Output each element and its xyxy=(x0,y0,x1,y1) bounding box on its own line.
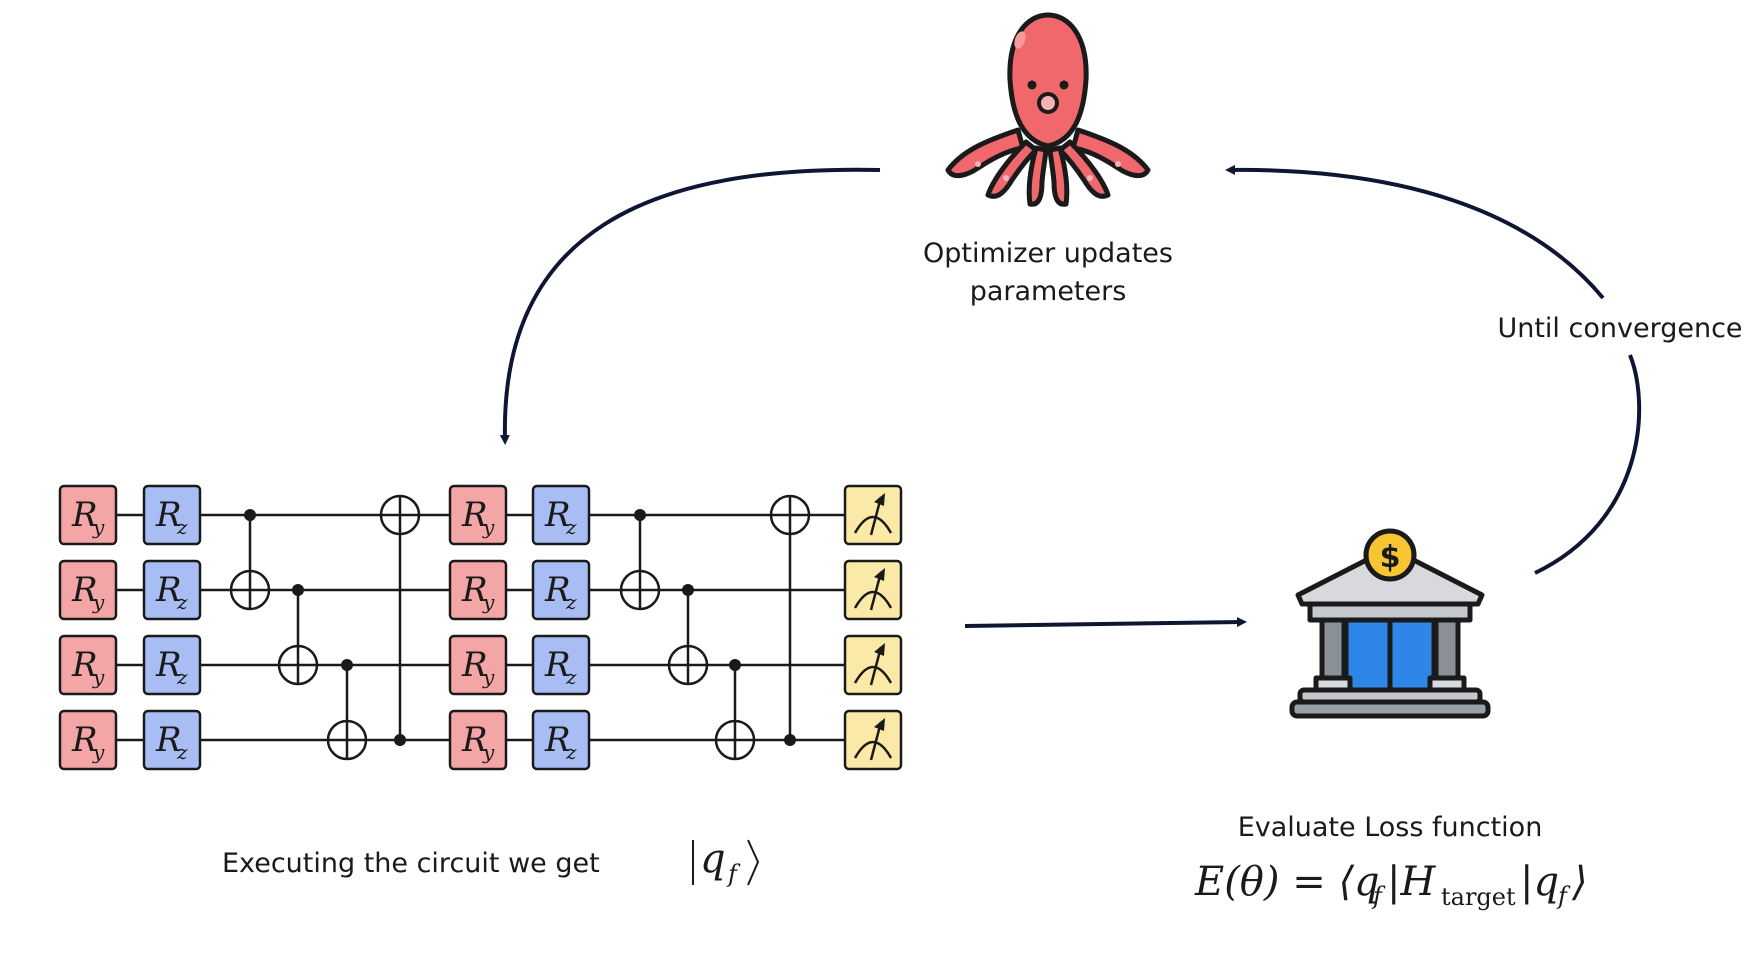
svg-text:R: R xyxy=(71,495,98,535)
svg-text:R: R xyxy=(544,495,571,535)
cnot-gate xyxy=(277,584,319,686)
svg-text:y: y xyxy=(482,740,495,764)
svg-text:R: R xyxy=(71,570,98,610)
svg-text:R: R xyxy=(544,570,571,610)
ry-gate: Ry xyxy=(448,484,508,546)
svg-text:R: R xyxy=(155,570,182,610)
svg-text:y: y xyxy=(482,515,495,539)
ry-gate: Ry xyxy=(448,559,508,621)
rz-gate: Rz xyxy=(142,484,202,546)
dollar-coin-icon: $ xyxy=(1363,528,1417,582)
executing-label: Executing the circuit we get xyxy=(222,848,600,879)
cnot-gate xyxy=(667,584,709,686)
ry-gate: Ry xyxy=(58,709,118,771)
cnot-gate xyxy=(619,509,661,611)
ry-gate: Ry xyxy=(448,709,508,771)
loss-formula: E(θ) = ⟨q f |H target |q f ⟩ xyxy=(1194,859,1588,911)
svg-text:y: y xyxy=(92,665,105,689)
svg-text:R: R xyxy=(544,645,571,685)
cnot-control xyxy=(729,659,741,671)
svg-text:z: z xyxy=(565,665,577,689)
svg-text:R: R xyxy=(155,720,182,760)
loss-q2: |q xyxy=(1520,859,1559,905)
svg-text:z: z xyxy=(176,590,188,614)
svg-text:y: y xyxy=(482,590,495,614)
svg-text:R: R xyxy=(155,495,182,535)
svg-text:R: R xyxy=(71,720,98,760)
loss-sub2: f xyxy=(1556,882,1571,910)
bank-icon xyxy=(1289,545,1491,719)
loss-close: ⟩ xyxy=(1571,859,1588,905)
ry-gate: Ry xyxy=(58,484,118,546)
cnot-control xyxy=(292,584,304,596)
rz-gate: Rz xyxy=(531,484,591,546)
ket-sub: f xyxy=(726,860,741,888)
cnot-gate xyxy=(379,494,421,746)
rz-gate: Rz xyxy=(531,709,591,771)
svg-text:R: R xyxy=(71,645,98,685)
optimizer-label-line1: Optimizer updates xyxy=(923,238,1173,269)
cnot-gate xyxy=(326,659,368,761)
arrow-optimizer-to-circuit xyxy=(499,167,881,445)
measurement-icon xyxy=(843,484,903,546)
loss-sub1: f xyxy=(1371,882,1386,910)
svg-text:y: y xyxy=(482,665,495,689)
svg-text:R: R xyxy=(461,495,488,535)
octopus-icon xyxy=(945,12,1151,207)
svg-text:R: R xyxy=(461,645,488,685)
svg-text:z: z xyxy=(176,740,188,764)
ry-gate: Ry xyxy=(58,634,118,696)
ket-q: q xyxy=(700,836,726,882)
ry-gate: Ry xyxy=(448,634,508,696)
optimizer-label-line2: parameters xyxy=(970,276,1127,307)
arrow-circuit-to-loss xyxy=(964,617,1247,628)
loss-H: |H xyxy=(1387,859,1436,905)
cnot-control xyxy=(341,659,353,671)
svg-text:z: z xyxy=(565,590,577,614)
state-ket: q f xyxy=(692,836,760,888)
measurement-icon xyxy=(843,709,903,771)
cnot-control xyxy=(244,509,256,521)
rz-gate: Rz xyxy=(142,709,202,771)
cnot-gate xyxy=(229,509,271,611)
svg-text:z: z xyxy=(176,515,188,539)
svg-text:y: y xyxy=(92,740,105,764)
cnot-control xyxy=(634,509,646,521)
until-convergence-label: Until convergence xyxy=(1497,313,1742,344)
loss-target: target xyxy=(1441,883,1516,911)
rz-gate: Rz xyxy=(142,634,202,696)
svg-text:z: z xyxy=(565,740,577,764)
cnot-gate xyxy=(714,659,756,761)
measurement-icon xyxy=(843,559,903,621)
rz-gate: Rz xyxy=(531,559,591,621)
cnot-control xyxy=(394,734,406,746)
cnot-control xyxy=(784,734,796,746)
measurement-icon xyxy=(843,634,903,696)
svg-text:R: R xyxy=(544,720,571,760)
arrow-loss-to-optimizer xyxy=(1534,354,1642,575)
svg-text:y: y xyxy=(92,515,105,539)
svg-text:R: R xyxy=(155,645,182,685)
svg-text:z: z xyxy=(176,665,188,689)
svg-text:z: z xyxy=(565,515,577,539)
svg-text:R: R xyxy=(461,570,488,610)
rz-gate: Rz xyxy=(531,634,591,696)
ry-gate: Ry xyxy=(58,559,118,621)
svg-text:y: y xyxy=(92,590,105,614)
svg-text:R: R xyxy=(461,720,488,760)
cnot-control xyxy=(682,584,694,596)
loss-lhs: E(θ) = ⟨q xyxy=(1194,859,1380,905)
arrow-loss-to-optimizer-upper xyxy=(1225,164,1605,300)
evaluate-loss-label: Evaluate Loss function xyxy=(1238,812,1543,843)
cnot-gate xyxy=(769,494,811,746)
rz-gate: Rz xyxy=(142,559,202,621)
svg-text:$: $ xyxy=(1380,540,1401,575)
